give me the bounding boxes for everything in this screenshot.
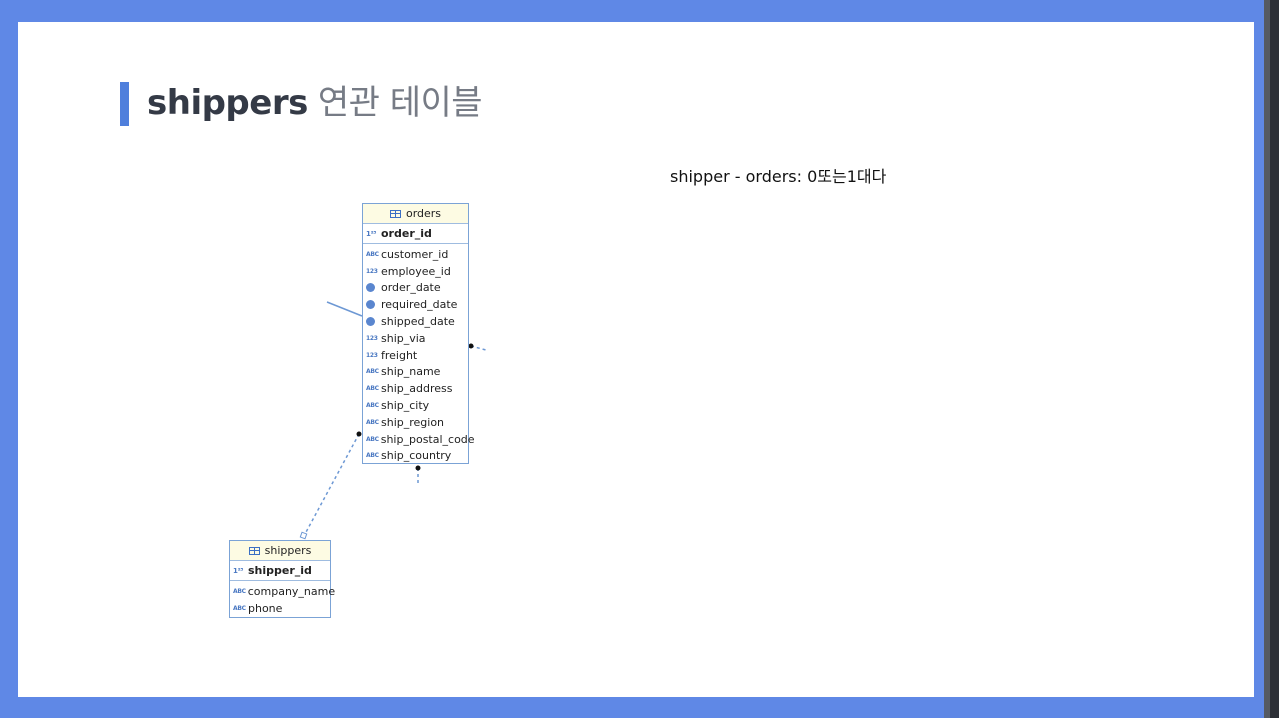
title-sub: 연관 테이블 xyxy=(317,83,483,123)
shippers-orders-link-many-end xyxy=(356,431,362,437)
text-type-icon: ABC xyxy=(366,402,379,410)
column-row[interactable]: required_date xyxy=(363,296,468,313)
orders-pk-name: order_id xyxy=(381,227,432,240)
orders-table-name: orders xyxy=(405,207,442,220)
shippers-orders-link xyxy=(304,433,360,535)
orders-table-header[interactable]: orders xyxy=(363,204,468,224)
column-name: ship_country xyxy=(381,449,452,463)
numeric-type-icon: 123 xyxy=(366,351,378,359)
column-name: order_date xyxy=(381,281,441,295)
window-edge-shadow xyxy=(1270,0,1279,718)
title-main: shippers xyxy=(147,83,308,123)
shippers-table-name: shippers xyxy=(264,544,312,557)
primary-key-icon: 1²³ xyxy=(233,566,244,575)
shippers-table-header[interactable]: shippers xyxy=(230,541,330,561)
column-name: ship_postal_code xyxy=(380,432,475,446)
title-accent-bar xyxy=(120,82,129,126)
column-name: employee_id xyxy=(381,264,451,278)
text-type-icon: ABC xyxy=(233,587,246,595)
shippers-pk-name: shipper_id xyxy=(248,564,312,577)
column-name: ship_region xyxy=(381,415,445,429)
column-name: required_date xyxy=(381,298,458,312)
text-type-icon: ABC xyxy=(366,368,379,376)
table-icon xyxy=(248,546,260,555)
column-name: shipped_date xyxy=(381,315,455,329)
column-name: ship_address xyxy=(381,382,453,396)
date-type-icon xyxy=(366,317,375,327)
date-type-icon xyxy=(366,300,375,310)
relationship-note: shipper - orders: 0또는1대다 xyxy=(670,167,887,186)
column-name: ship_city xyxy=(381,399,430,413)
table-icon xyxy=(389,209,401,218)
orders-left-link xyxy=(326,301,363,317)
column-name: freight xyxy=(381,348,418,362)
column-name: ship_name xyxy=(381,365,441,379)
orders-pk-row[interactable]: 1²³ order_id xyxy=(363,224,468,244)
numeric-type-icon: 123 xyxy=(366,267,378,275)
text-type-icon: ABC xyxy=(233,604,246,612)
shippers-pk-row[interactable]: 1²³ shipper_id xyxy=(230,561,330,581)
column-name: phone xyxy=(248,601,283,615)
numeric-type-icon: 123 xyxy=(366,334,378,342)
orders-right-link xyxy=(470,345,487,351)
date-type-icon xyxy=(366,283,375,293)
orders-right-link-end xyxy=(468,343,474,349)
text-type-icon: ABC xyxy=(366,435,379,443)
shippers-orders-link-zero-or-one-end xyxy=(299,531,308,540)
text-type-icon: ABC xyxy=(366,250,379,258)
orders-bottom-link-end xyxy=(415,465,421,471)
text-type-icon: ABC xyxy=(366,452,379,460)
column-name: customer_id xyxy=(381,247,449,261)
primary-key-icon: 1²³ xyxy=(366,229,377,238)
column-row[interactable]: order_date xyxy=(363,280,468,297)
column-name: ship_via xyxy=(381,331,426,345)
text-type-icon: ABC xyxy=(366,385,379,393)
column-row[interactable]: shipped_date xyxy=(363,313,468,330)
column-name: company_name xyxy=(247,584,336,598)
text-type-icon: ABC xyxy=(366,418,379,426)
